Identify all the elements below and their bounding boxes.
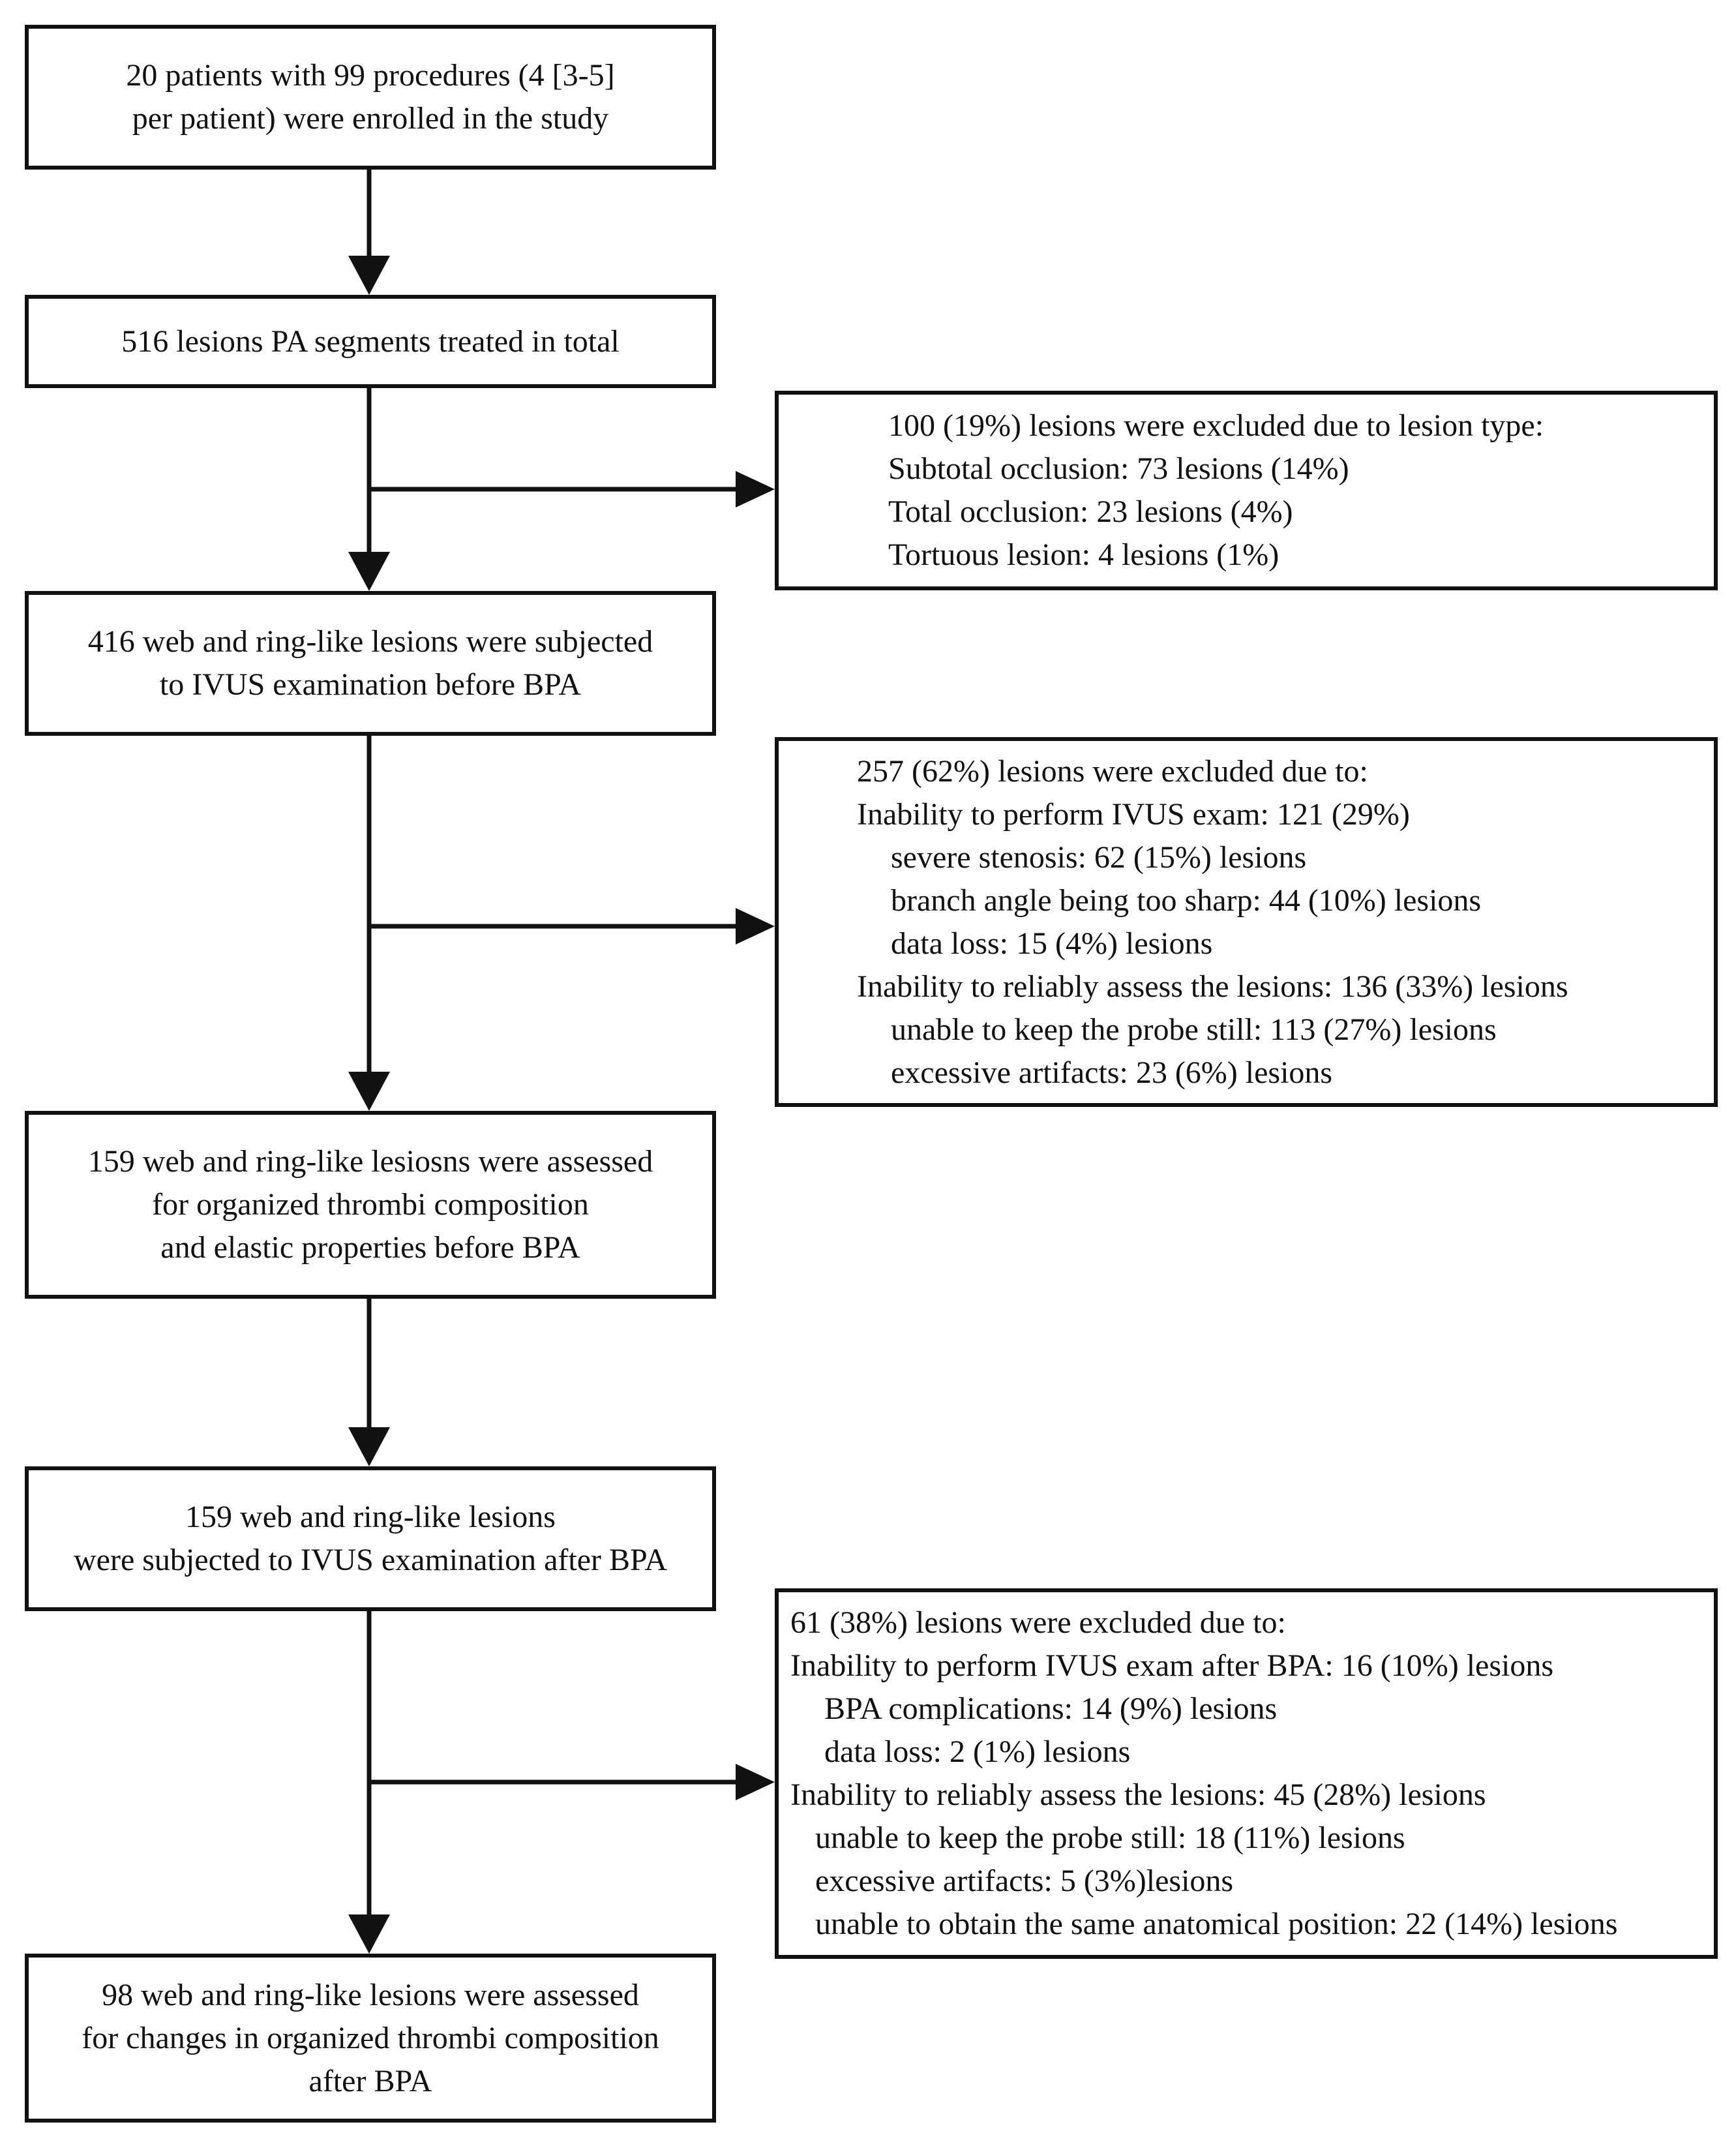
exclusion-subitem: BPA complications: 14 (9%) lesions (824, 1691, 1278, 1726)
exclusion-category: Inability to perform IVUS exam after BPA… (790, 1648, 1554, 1683)
exclusion-subitem: severe stenosis: 62 (15%) lesions (891, 840, 1307, 875)
exclusion-category: Inability to perform IVUS exam: 121 (29%… (857, 796, 1410, 832)
box-text-line: 20 patients with 99 procedures (4 [3-5] (126, 58, 615, 93)
exclusion-heading: 257 (62%) lesions were excluded due to: (857, 753, 1368, 789)
final-assessment-box: 98 web and ring-like lesions were assess… (25, 1954, 716, 2123)
exclusion-subitem: unable to keep the probe still: 113 (27%… (891, 1012, 1497, 1047)
box-text-line: for changes in organized thrombi composi… (82, 2020, 659, 2055)
enrollment-box: 20 patients with 99 procedures (4 [3-5] … (25, 25, 716, 170)
box-text-line: 516 lesions PA segments treated in total (121, 324, 620, 359)
exclusion-item: Tortuous lesion: 4 lesions (1%) (888, 537, 1280, 572)
exclusion-subitem: branch angle being too sharp: 44 (10%) l… (891, 883, 1482, 918)
box-text-line: after BPA (308, 2063, 432, 2098)
box-text-line: 416 web and ring-like lesions were subje… (87, 624, 653, 659)
exclusion-item: Subtotal occlusion: 73 lesions (14%) (888, 451, 1349, 486)
box-text-line: 98 web and ring-like lesions were assess… (102, 1977, 639, 2012)
box-text-line: 159 web and ring-like lesions (185, 1500, 556, 1534)
exclusion-subitem: excessive artifacts: 23 (6%) lesions (891, 1055, 1333, 1090)
exclusion-category: Inability to reliably assess the lesions… (857, 969, 1568, 1004)
exclusion-before-bpa-box: 257 (62%) lesions were excluded due to: … (775, 737, 1718, 1107)
arrowhead-right (736, 1764, 775, 1800)
arrowhead-down (348, 256, 390, 295)
arrowhead-right (736, 908, 775, 945)
arrowhead-down (348, 552, 390, 591)
box-text-line: 159 web and ring-like lesiosns were asse… (87, 1144, 653, 1179)
exclusion-lesion-type-box: 100 (19%) lesions were excluded due to l… (775, 391, 1718, 590)
box-text-line: were subjected to IVUS examination after… (73, 1543, 667, 1577)
exclusion-subitem: unable to keep the probe still: 18 (11%)… (815, 1821, 1405, 1855)
exclusion-subitem: data loss: 2 (1%) lesions (824, 1734, 1131, 1769)
exclusion-heading: 61 (38%) lesions were excluded due to: (790, 1605, 1286, 1640)
exclusion-after-bpa-box: 61 (38%) lesions were excluded due to: I… (775, 1588, 1718, 1959)
arrowhead-down (348, 1914, 390, 1954)
ivus-after-bpa-box: 159 web and ring-like lesions were subje… (25, 1466, 716, 1611)
treated-segments-box: 516 lesions PA segments treated in total (25, 295, 716, 388)
exclusion-category: Inability to reliably assess the lesions… (790, 1777, 1486, 1812)
box-text-line: per patient) were enrolled in the study (132, 101, 609, 136)
ivus-before-bpa-box: 416 web and ring-like lesions were subje… (25, 591, 716, 736)
exclusion-subitem: data loss: 15 (4%) lesions (891, 926, 1213, 961)
exclusion-item: Total occlusion: 23 lesions (4%) (888, 494, 1293, 529)
box-text-line: to IVUS examination before BPA (159, 667, 582, 702)
exclusion-heading: 100 (19%) lesions were excluded due to l… (888, 408, 1544, 443)
assessed-before-bpa-box: 159 web and ring-like lesiosns were asse… (25, 1111, 716, 1299)
box-text-line: for organized thrombi composition (152, 1187, 589, 1222)
arrowhead-down (348, 1072, 390, 1111)
exclusion-subitem: excessive artifacts: 5 (3%)lesions (815, 1864, 1234, 1898)
exclusion-subitem: unable to obtain the same anatomical pos… (815, 1907, 1618, 1941)
box-text-line: and elastic properties before BPA (160, 1230, 580, 1265)
arrowhead-right (736, 471, 775, 507)
arrowhead-down (348, 1427, 390, 1466)
